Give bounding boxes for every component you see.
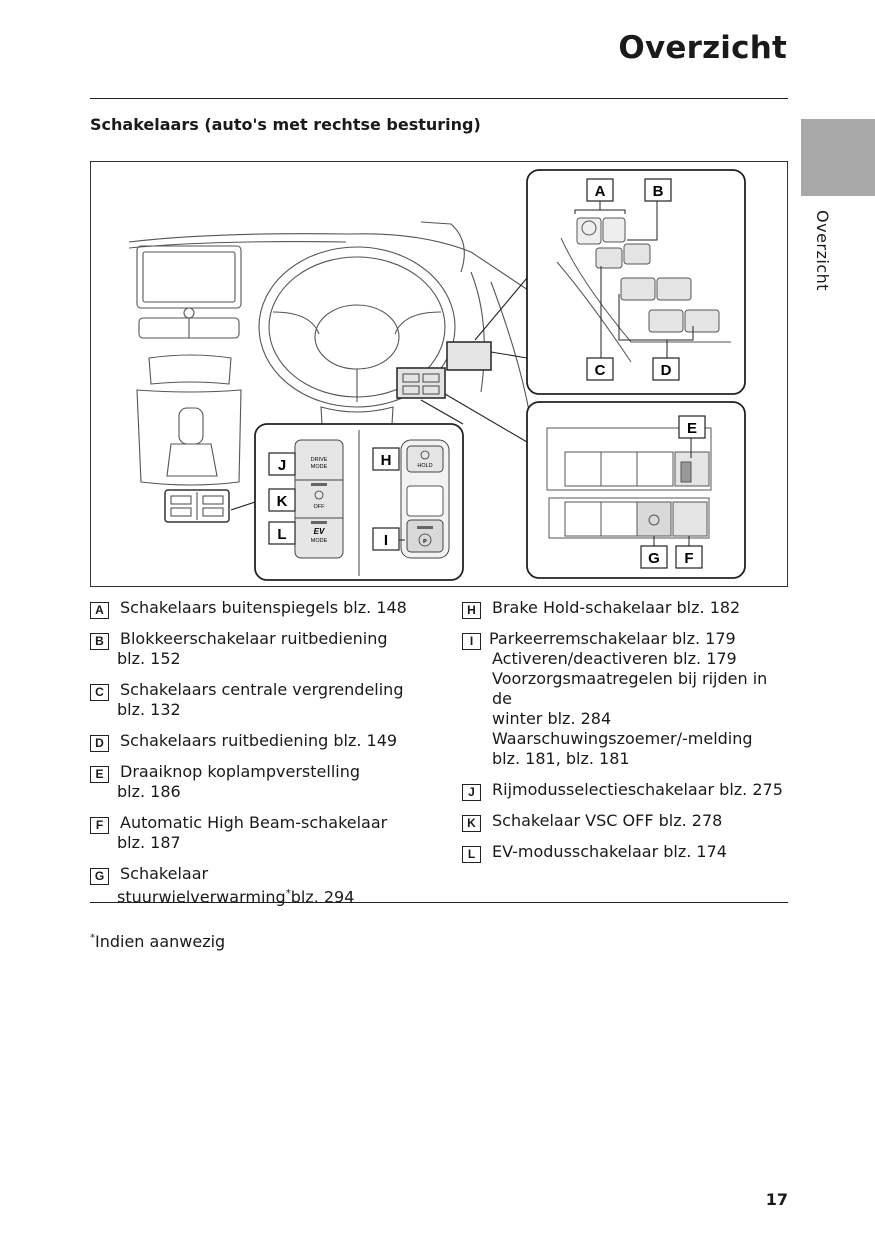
legend-sub-i-5: blz. 181, blz. 181 xyxy=(492,749,630,768)
legend-item-c: C Schakelaars centrale vergrendeling blz… xyxy=(90,680,450,720)
legend-item-f: F Automatic High Beam-schakelaar blz. 18… xyxy=(90,813,450,853)
dashboard-illustration: DRIVE MODE OFF EV MODE HOLD P xyxy=(128,169,746,581)
vsc-off-text: OFF xyxy=(314,504,326,510)
callout-l: L xyxy=(277,526,286,543)
legend-left: A Schakelaars buitenspiegels blz. 148 B … xyxy=(90,598,450,918)
legend-cont-f: blz. 187 xyxy=(117,833,181,852)
legend-code-j: J xyxy=(462,784,481,801)
legend-item-j: J Rijmodusselectieschakelaar blz. 275 xyxy=(462,780,792,801)
legend-text-h: Brake Hold-schakelaar blz. 182 xyxy=(492,598,741,617)
legend-cont-g-a: stuurwielverwarming xyxy=(117,887,286,907)
legend-item-h: H Brake Hold-schakelaar blz. 182 xyxy=(462,598,792,619)
callout-e: E xyxy=(687,420,697,437)
legend-right: H Brake Hold-schakelaar blz. 182 I Parke… xyxy=(462,598,792,873)
footnote-marker: * xyxy=(90,932,95,944)
legend-code-c: C xyxy=(90,684,109,701)
legend-text-c: Schakelaars centrale vergrendeling xyxy=(120,680,404,699)
callout-a: A xyxy=(595,183,606,200)
legend-cont-c: blz. 132 xyxy=(117,700,181,719)
legend-text-b: Blokkeerschakelaar ruitbediening xyxy=(120,629,388,648)
legend-sub-i-3: winter blz. 284 xyxy=(492,709,612,728)
footnote-marker-g: * xyxy=(285,888,291,899)
legend-text-l: EV-modusschakelaar blz. 174 xyxy=(492,842,727,861)
drive-mode-sub-text: MODE xyxy=(311,464,328,470)
section-heading: Schakelaars (auto's met rechtse besturin… xyxy=(90,115,481,134)
legend-cont-b: blz. 152 xyxy=(117,649,181,668)
parking-text: P xyxy=(423,539,427,545)
legend-code-d: D xyxy=(90,735,109,752)
top-divider xyxy=(90,98,788,99)
legend-text-e: Draaiknop koplampverstelling xyxy=(120,762,360,781)
legend-cont-g-b: blz. 294 xyxy=(290,887,355,907)
ev-text: EV xyxy=(314,527,325,536)
legend-sub-i-1: Activeren/deactiveren blz. 179 xyxy=(492,649,737,668)
legend-text-a: Schakelaars buitenspiegels blz. 148 xyxy=(120,598,407,617)
legend-text-d: Schakelaars ruitbediening blz. 149 xyxy=(120,731,398,750)
legend-cont-g: stuurwielverwarming*blz. 294 xyxy=(117,884,450,907)
legend-code-k: K xyxy=(462,815,481,832)
callout-g: G xyxy=(648,550,660,567)
legend-item-l: L EV-modusschakelaar blz. 174 xyxy=(462,842,792,863)
callout-i: I xyxy=(384,532,388,549)
legend-code-f: F xyxy=(90,817,109,834)
legend-sub-i-2: Voorzorgsmaatregelen bij rijden in de xyxy=(492,669,768,708)
callout-b: B xyxy=(653,183,664,200)
legend-text-f: Automatic High Beam-schakelaar xyxy=(120,813,388,832)
side-tab-label: Overzicht xyxy=(813,210,832,292)
callout-j: J xyxy=(278,457,286,474)
hold-text: HOLD xyxy=(417,463,432,469)
legend-text-i: Parkeerremschakelaar blz. 179 xyxy=(489,629,736,648)
legend-item-a: A Schakelaars buitenspiegels blz. 148 xyxy=(90,598,450,619)
callout-c: C xyxy=(595,362,606,379)
ev-mode-text: MODE xyxy=(311,538,328,544)
legend-item-e: E Draaiknop koplampverstelling blz. 186 xyxy=(90,762,450,802)
legend-code-a: A xyxy=(90,602,109,619)
switch-overview-figure: DRIVE MODE OFF EV MODE HOLD P xyxy=(90,161,788,587)
legend-code-e: E xyxy=(90,766,109,783)
bottom-divider xyxy=(90,902,788,903)
legend-code-b: B xyxy=(90,633,109,650)
legend-text-k: Schakelaar VSC OFF blz. 278 xyxy=(492,811,723,830)
legend-text-j: Rijmodusselectieschakelaar blz. 275 xyxy=(492,780,783,799)
legend-item-b: B Blokkeerschakelaar ruitbediening blz. … xyxy=(90,629,450,669)
footnote-text: Indien aanwezig xyxy=(95,932,226,951)
callout-f: F xyxy=(684,550,693,567)
drive-mode-text: DRIVE xyxy=(311,457,328,463)
legend-item-i: I Parkeerremschakelaar blz. 179 Activere… xyxy=(462,629,792,769)
side-tab[interactable] xyxy=(801,119,875,196)
footnote: *Indien aanwezig xyxy=(90,932,225,951)
legend-code-g: G xyxy=(90,868,109,885)
legend-text-g: Schakelaar xyxy=(120,864,209,883)
page-number: 17 xyxy=(765,1190,788,1209)
page-title: Overzicht xyxy=(618,30,787,66)
legend-cont-e: blz. 186 xyxy=(117,782,181,801)
legend-item-d: D Schakelaars ruitbediening blz. 149 xyxy=(90,731,450,752)
legend-code-i: I xyxy=(462,633,481,650)
legend-item-g: G Schakelaar stuurwielverwarming*blz. 29… xyxy=(90,864,450,907)
legend-code-l: L xyxy=(462,846,481,863)
callout-h: H xyxy=(381,452,392,469)
legend-code-h: H xyxy=(462,602,481,619)
callout-k: K xyxy=(277,493,288,510)
legend-sub-i-4: Waarschuwingszoemer/-melding xyxy=(492,729,753,748)
callout-d: D xyxy=(661,362,672,379)
legend-item-k: K Schakelaar VSC OFF blz. 278 xyxy=(462,811,792,832)
